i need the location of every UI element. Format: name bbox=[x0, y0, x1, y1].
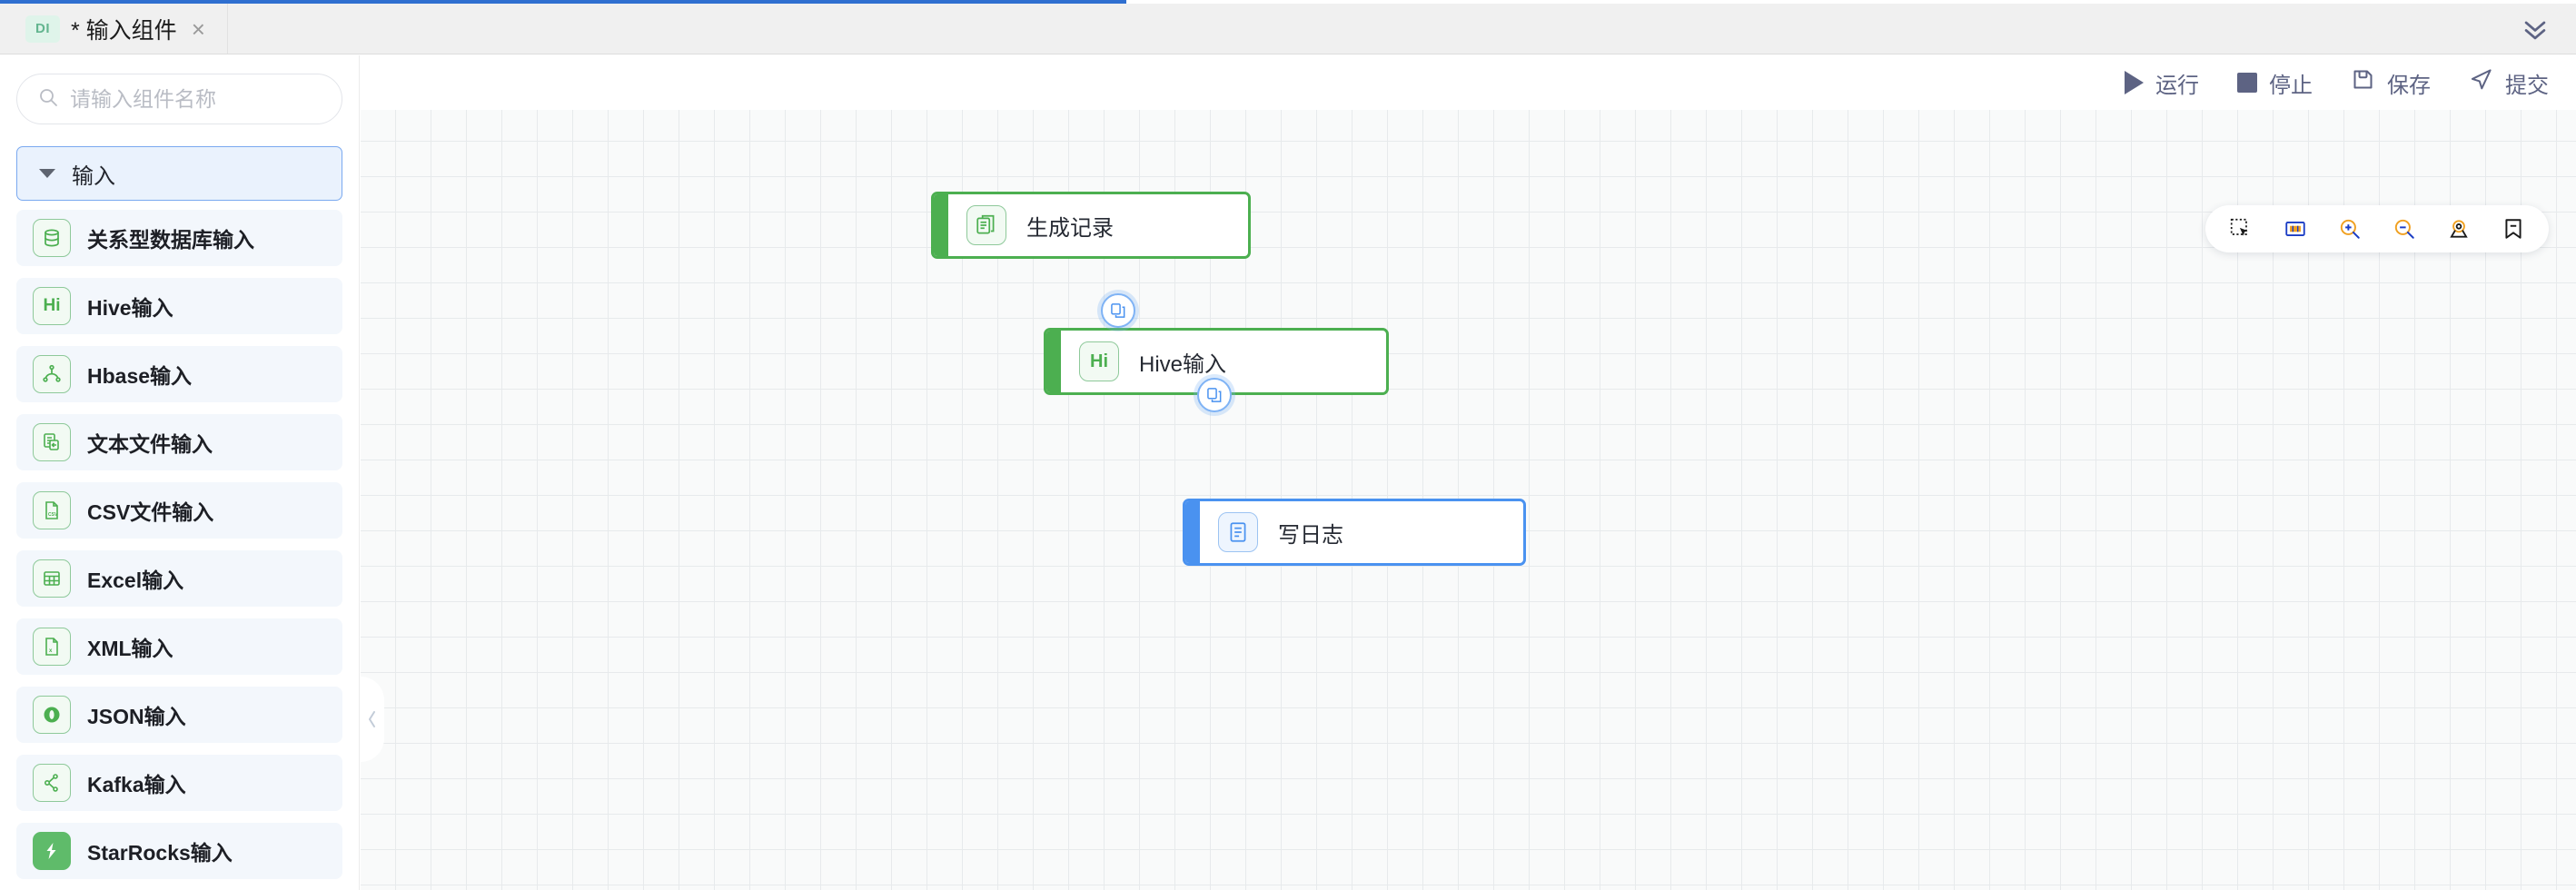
excel-table-icon bbox=[33, 559, 71, 598]
window-accent-bar bbox=[0, 0, 1126, 4]
tab-bar: DI * 输入组件 × bbox=[0, 4, 2576, 54]
sidebar-category-input[interactable]: 输入 bbox=[16, 146, 342, 201]
tab-input-components[interactable]: DI * 输入组件 × bbox=[0, 4, 228, 54]
send-icon bbox=[2469, 67, 2493, 98]
save-label: 保存 bbox=[2387, 73, 2431, 98]
tab-title: * 输入组件 bbox=[71, 17, 177, 44]
node-body: Hi Hive输入 bbox=[1061, 341, 1244, 381]
stop-button[interactable]: 停止 bbox=[2237, 67, 2313, 99]
hive-icon: Hi bbox=[1079, 341, 1119, 381]
save-button[interactable]: 保存 bbox=[2351, 67, 2431, 99]
node-label: 生成记录 bbox=[1026, 215, 1114, 241]
list-item[interactable]: 关系型数据库输入 bbox=[16, 210, 342, 266]
edge-port-badge[interactable] bbox=[1197, 378, 1232, 412]
list-item[interactable]: Hi Hive输入 bbox=[16, 278, 342, 334]
svg-text:x: x bbox=[49, 648, 53, 654]
csv-file-icon: CSV bbox=[33, 491, 71, 529]
json-icon bbox=[33, 696, 71, 734]
list-item[interactable]: Excel输入 bbox=[16, 550, 342, 607]
starrocks-icon bbox=[33, 832, 71, 870]
list-item-label: Hive输入 bbox=[87, 296, 173, 320]
list-item-label: Excel输入 bbox=[87, 569, 184, 592]
search-box[interactable] bbox=[16, 74, 342, 124]
list-item[interactable]: CSV CSV文件输入 bbox=[16, 482, 342, 539]
list-item[interactable]: 文本文件输入 bbox=[16, 414, 342, 470]
hbase-icon bbox=[33, 355, 71, 393]
node-accent-bar bbox=[1185, 501, 1200, 563]
node-accent-bar bbox=[1046, 331, 1061, 392]
stop-label: 停止 bbox=[2269, 73, 2313, 98]
database-icon bbox=[33, 219, 71, 257]
list-item[interactable]: Kafka输入 bbox=[16, 755, 342, 811]
fit-to-screen-icon[interactable] bbox=[2284, 217, 2307, 241]
run-button[interactable]: 运行 bbox=[2125, 67, 2199, 99]
sidebar-category-label: 输入 bbox=[72, 163, 115, 189]
component-list: 关系型数据库输入 Hi Hive输入 Hbase输入 bbox=[0, 210, 359, 879]
kafka-icon bbox=[33, 764, 71, 802]
sidebar-collapse-handle[interactable] bbox=[361, 677, 384, 762]
list-item-label: StarRocks输入 bbox=[87, 841, 233, 865]
list-item-label: XML输入 bbox=[87, 637, 173, 660]
svg-text:CSV: CSV bbox=[48, 512, 58, 518]
hive-icon: Hi bbox=[33, 287, 71, 325]
close-icon[interactable]: × bbox=[191, 15, 205, 43]
node-body: 生成记录 bbox=[948, 205, 1132, 245]
node-label: 写日志 bbox=[1278, 522, 1343, 548]
marquee-select-icon[interactable] bbox=[2229, 217, 2253, 241]
edge-port-badge[interactable] bbox=[1101, 293, 1135, 328]
bookmark-icon[interactable] bbox=[2502, 217, 2525, 241]
node-accent-bar bbox=[934, 194, 948, 256]
flow-node-write-log[interactable]: 写日志 bbox=[1183, 499, 1526, 566]
tab-bar-spacer bbox=[228, 4, 2494, 54]
xml-file-icon: x bbox=[33, 628, 71, 666]
node-label: Hive输入 bbox=[1139, 351, 1227, 377]
search-input[interactable] bbox=[70, 86, 322, 112]
run-label: 运行 bbox=[2155, 73, 2199, 98]
save-icon bbox=[2351, 67, 2375, 98]
search-container bbox=[0, 55, 359, 134]
search-icon bbox=[37, 86, 59, 113]
list-item[interactable]: JSON输入 bbox=[16, 687, 342, 743]
list-item-label: CSV文件输入 bbox=[87, 500, 214, 524]
text-file-icon bbox=[33, 423, 71, 461]
generate-record-icon bbox=[966, 205, 1006, 245]
flow-node-generate-record[interactable]: 生成记录 bbox=[931, 192, 1251, 259]
chevron-double-down-icon[interactable] bbox=[2494, 4, 2576, 54]
locate-icon[interactable] bbox=[2447, 217, 2471, 241]
tab-type-badge: DI bbox=[25, 15, 60, 43]
component-sidebar: 输入 关系型数据库输入 Hi Hive输入 bbox=[0, 55, 360, 890]
list-item-label: 文本文件输入 bbox=[87, 432, 213, 456]
flow-node-hive-input[interactable]: Hi Hive输入 bbox=[1044, 328, 1389, 395]
edge-layer bbox=[361, 110, 633, 246]
play-icon bbox=[2125, 71, 2144, 94]
submit-label: 提交 bbox=[2505, 73, 2549, 98]
list-item[interactable]: Hbase输入 bbox=[16, 346, 342, 402]
canvas-view-toolbar bbox=[2205, 205, 2549, 252]
stop-icon bbox=[2237, 73, 2257, 93]
node-body: 写日志 bbox=[1200, 512, 1362, 552]
canvas-area: 运行 停止 保存 bbox=[361, 55, 2576, 890]
list-item-label: Kafka输入 bbox=[87, 773, 186, 796]
write-log-icon bbox=[1218, 512, 1258, 552]
list-item-label: Hbase输入 bbox=[87, 364, 193, 388]
flow-canvas[interactable]: 生成记录 Hi Hive输入 写日志 bbox=[361, 110, 2576, 890]
zoom-in-icon[interactable] bbox=[2338, 217, 2362, 241]
list-item-label: 关系型数据库输入 bbox=[87, 228, 254, 252]
flow-action-toolbar: 运行 停止 保存 bbox=[361, 55, 2576, 110]
submit-button[interactable]: 提交 bbox=[2469, 67, 2549, 99]
list-item[interactable]: x XML输入 bbox=[16, 618, 342, 675]
caret-down-icon[interactable] bbox=[39, 169, 55, 178]
zoom-out-icon[interactable] bbox=[2393, 217, 2416, 241]
list-item[interactable]: StarRocks输入 bbox=[16, 823, 342, 879]
list-item-label: JSON输入 bbox=[87, 705, 186, 728]
